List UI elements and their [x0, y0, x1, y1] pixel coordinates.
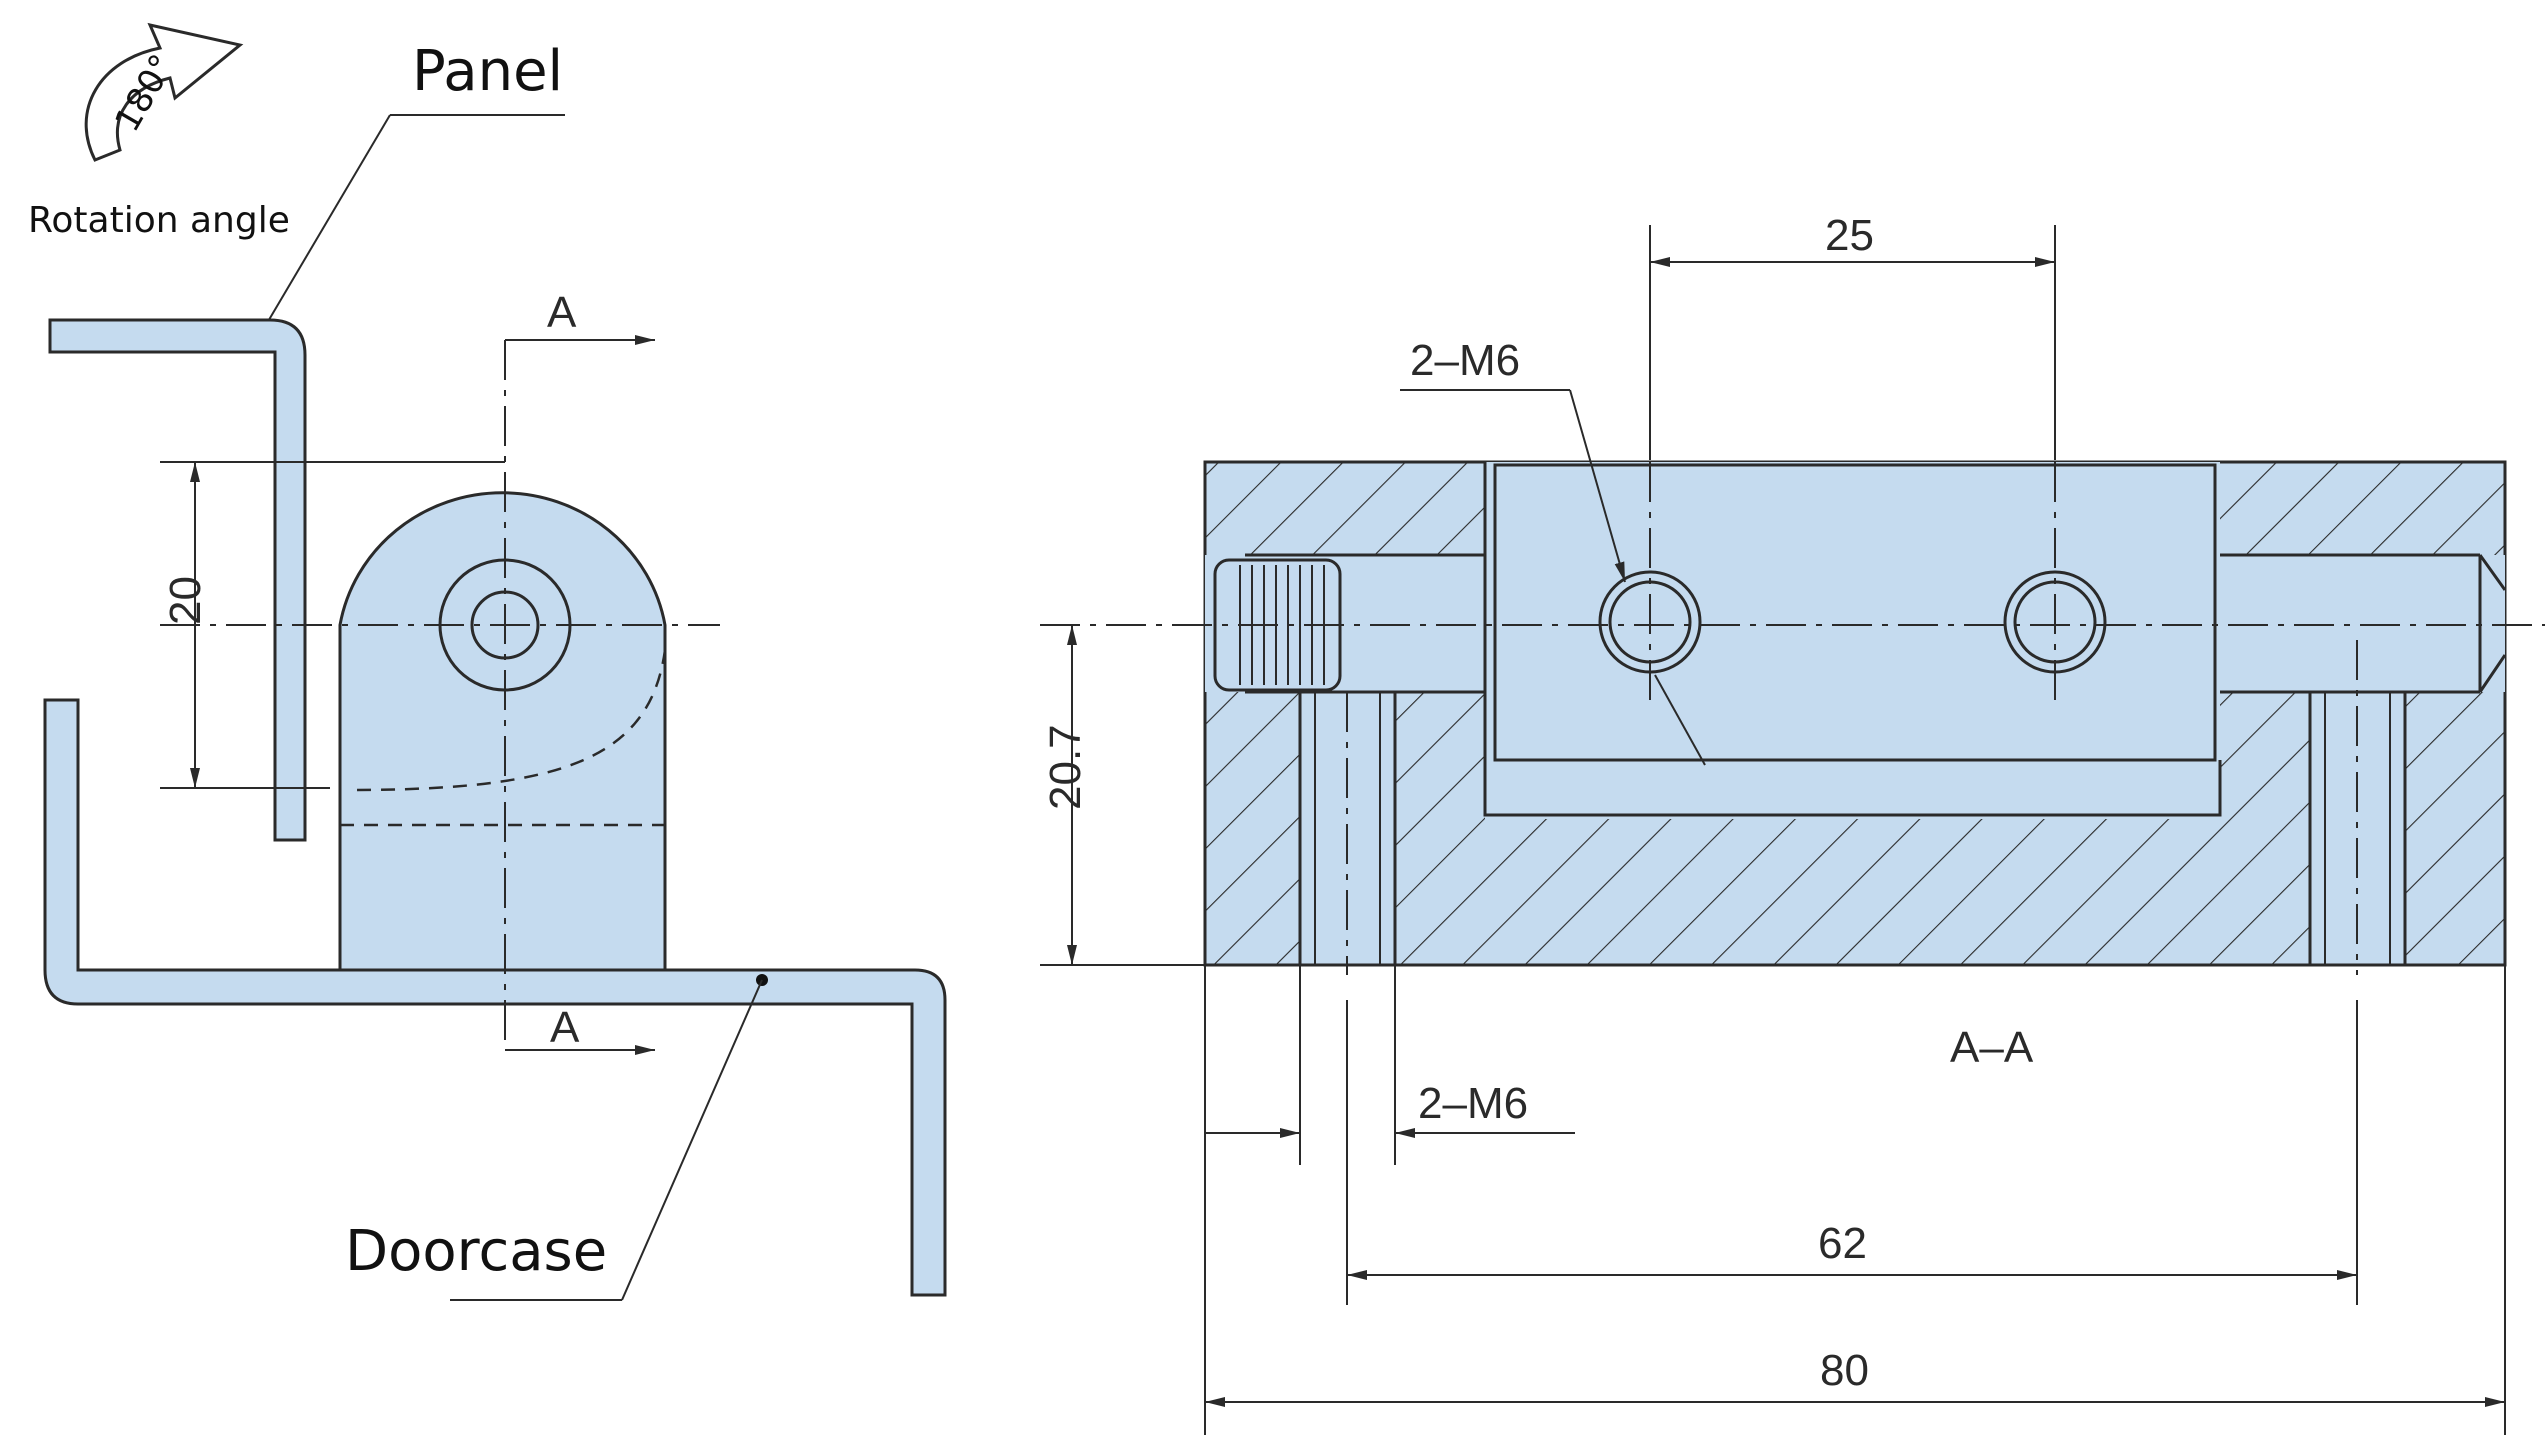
- dim-hole-pitch: 62: [1818, 1219, 1867, 1268]
- thread-callout-top: 2–M6: [1410, 336, 1520, 385]
- rotation-angle-icon: 180°: [84, 22, 244, 162]
- doorcase-label: Doorcase: [345, 1219, 607, 1284]
- cavity-outline: [1483, 462, 2222, 817]
- dim-section-height: 20.7: [1041, 724, 1090, 810]
- section-title: A–A: [1950, 1023, 2034, 1072]
- section-view-aa: 25 2–M6 20.7 A–A 2–M6 62 80: [1040, 211, 2545, 1435]
- rotation-angle-label: Rotation angle: [28, 200, 290, 241]
- thread-top-leader: [1569, 389, 1626, 583]
- thread-callout-bottom: 2–M6: [1418, 1079, 1528, 1128]
- doorcase-bracket: [43, 698, 947, 1297]
- hinge-leaf-section: [1493, 463, 2217, 762]
- bore-chamfer: [2478, 554, 2507, 693]
- panel-label: Panel: [412, 39, 563, 104]
- front-view: 180° Rotation angle Panel Doorcase A A: [28, 22, 947, 1301]
- section-mark-top: A: [547, 288, 577, 337]
- hinge-knuckle: [338, 491, 667, 982]
- doorcase-leader: [621, 979, 763, 1301]
- dim-hole-spacing: 25: [1825, 211, 1874, 260]
- hidden-arc: [349, 649, 667, 792]
- panel-leader: [259, 114, 391, 336]
- dim-overall-length: 80: [1820, 1346, 1869, 1395]
- section-mark-bottom: A: [550, 1003, 580, 1052]
- thread-top-leader-tail: [1654, 674, 1706, 766]
- dim-pivot-height: 20: [161, 576, 210, 625]
